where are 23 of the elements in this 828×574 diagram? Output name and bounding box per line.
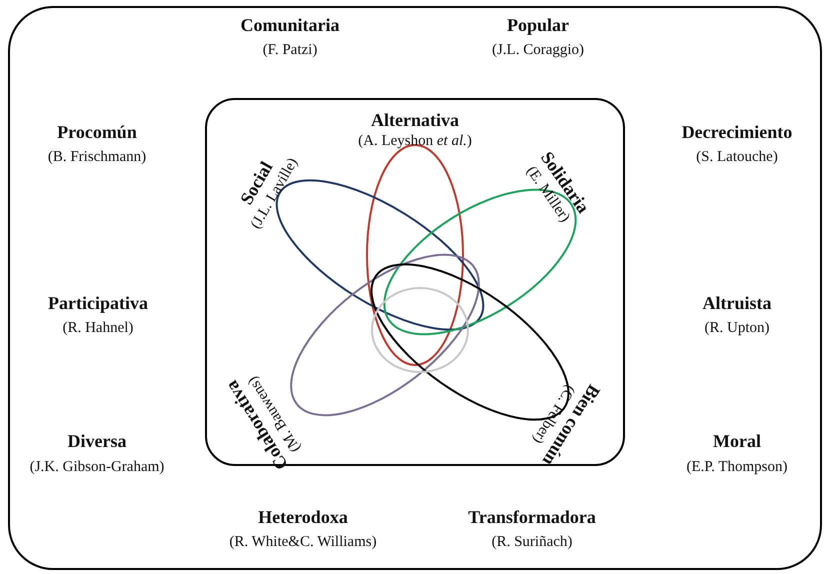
category-name: Popular — [507, 14, 569, 36]
category-name: Comunitaria — [240, 14, 340, 36]
author-name: (J.K. Gibson-Graham) — [30, 458, 164, 477]
category-name: Diversa — [68, 430, 126, 452]
category-name: Moral — [713, 430, 761, 452]
author-name: (B. Frischmann) — [48, 148, 146, 167]
author-name: (J.L. Coraggio) — [492, 41, 584, 60]
author-name: (R. Upton) — [704, 319, 770, 338]
category-name: Heterodoxa — [258, 506, 348, 528]
author-name: (R. Hahnel) — [62, 319, 134, 338]
category-name: Participativa — [48, 292, 148, 314]
author-name: (E.P. Thompson) — [686, 458, 788, 477]
category-name: Alternativa — [371, 109, 459, 131]
outer-frame — [8, 6, 822, 570]
category-name: Transformadora — [468, 506, 596, 528]
category-name: Altruista — [702, 292, 772, 314]
author-name: (R. White&C. Williams) — [229, 533, 377, 552]
category-name: Decrecimiento — [682, 121, 792, 143]
author-name: (S. Latouche) — [696, 148, 778, 167]
author-name: (F. Patzi) — [262, 41, 318, 60]
category-name: Procomún — [57, 121, 137, 143]
author-name: (A. Leyshon et al.) — [358, 132, 472, 151]
author-name: (R. Suriñach) — [492, 533, 572, 552]
